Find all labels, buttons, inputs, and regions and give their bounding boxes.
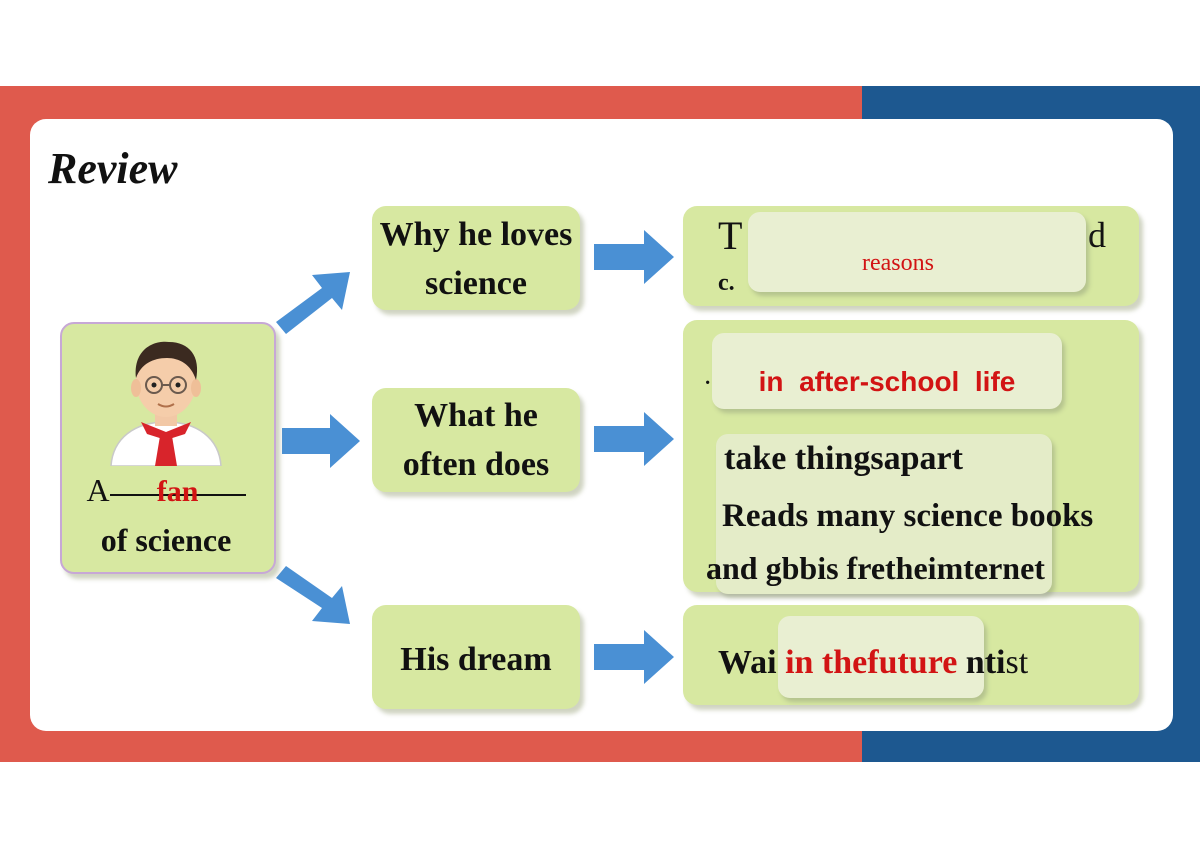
covered-letter-d: d	[1088, 215, 1106, 255]
bullet-dot: ·	[703, 368, 713, 399]
does-line-2: Reads many science books	[722, 498, 1094, 534]
does-line-3: and gbbis fretheimternet	[706, 550, 1045, 586]
question-why-text: Why he loves science	[379, 216, 573, 303]
arrow-right-icon	[594, 230, 674, 284]
answer-blank: fan	[109, 464, 246, 508]
covered-letter-t: T	[718, 213, 743, 258]
dream-sentence: Wai in thefuture ntist	[718, 644, 1028, 682]
arrow-up-right-icon	[276, 272, 350, 334]
arrow-right-icon	[594, 412, 674, 466]
blank-answer-text: fan	[156, 475, 199, 508]
answer-why-text: reasons	[862, 250, 934, 276]
question-box-dream	[372, 605, 580, 709]
answer-overlay-does-1	[712, 333, 1062, 409]
dream-prefix: Wai	[718, 644, 777, 681]
covered-letter-c: c.	[718, 270, 735, 296]
arrow-right-icon	[594, 630, 674, 684]
does-line-1: take thingsapart	[724, 440, 963, 477]
dream-answer-text: in thefuture	[785, 644, 958, 681]
answer-overlay-why	[748, 212, 1086, 292]
page-title: Review	[48, 144, 178, 193]
question-box-why	[372, 206, 580, 310]
of-science-text: of science	[100, 521, 232, 558]
answer-overlay-dream	[778, 616, 984, 698]
question-dream-text: His dream	[400, 641, 552, 678]
question-what-text: What he often does	[402, 397, 550, 484]
dream-suffix-plain: st	[1005, 644, 1029, 681]
arrow-right-icon	[282, 414, 360, 468]
answer-does-overlay-text: in after-school life	[758, 366, 1016, 397]
article-a: A	[86, 472, 110, 508]
boy-avatar	[110, 341, 222, 466]
question-box-what	[372, 388, 580, 492]
dream-suffix-bold: nti	[965, 644, 1006, 681]
answer-overlay-does-2	[716, 434, 1052, 594]
arrow-down-right-icon	[276, 566, 350, 624]
